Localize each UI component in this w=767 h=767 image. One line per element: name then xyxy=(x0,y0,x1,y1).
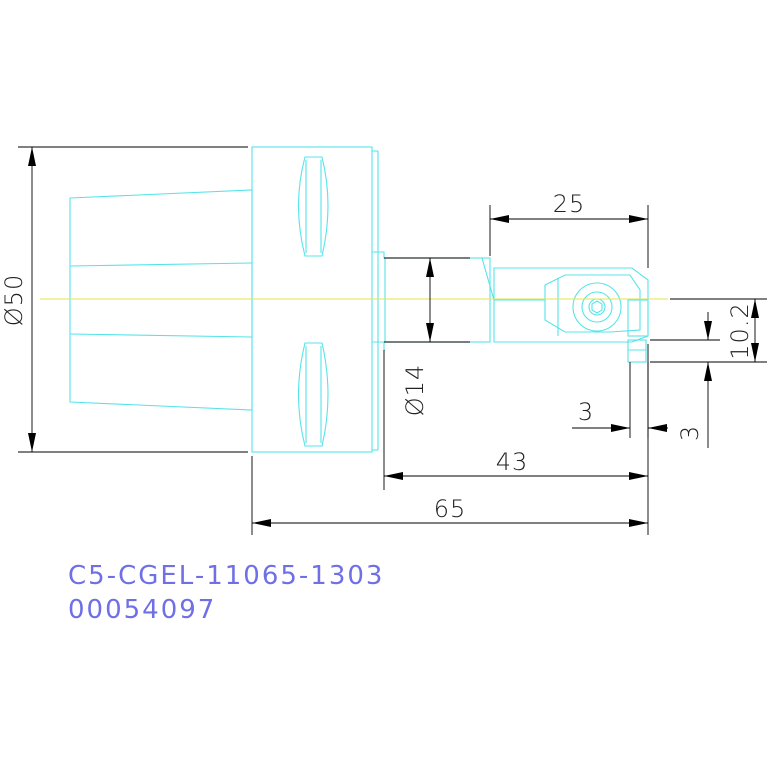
insert-seat xyxy=(572,282,622,332)
drive-slot-lower xyxy=(298,342,329,447)
cutting-insert xyxy=(627,299,649,337)
taper-shank xyxy=(69,189,253,411)
dimensions: Ø50 Ø14 25 10.2 3 3 xyxy=(0,146,767,535)
taper-line-lower xyxy=(69,333,253,338)
dim-diameter-50: Ø50 xyxy=(0,274,28,326)
dim-length-65: 65 xyxy=(434,495,467,523)
dim-length-25: 25 xyxy=(553,190,586,218)
dim-length-43: 43 xyxy=(496,448,529,476)
dim-offset-10-2: 10.2 xyxy=(726,302,754,359)
drive-slot-upper xyxy=(298,156,329,257)
item-code-label: 00054097 xyxy=(68,595,216,625)
dim-groove-depth-3: 3 xyxy=(676,425,704,441)
taper-line-upper xyxy=(69,262,253,267)
tool-geometry xyxy=(40,146,668,453)
boring-shank xyxy=(384,257,491,343)
part-number-label: C5-CGEL-11065-1303 xyxy=(68,561,384,591)
dim-diameter-14: Ø14 xyxy=(401,364,429,416)
dim-groove-width-3: 3 xyxy=(578,398,594,426)
